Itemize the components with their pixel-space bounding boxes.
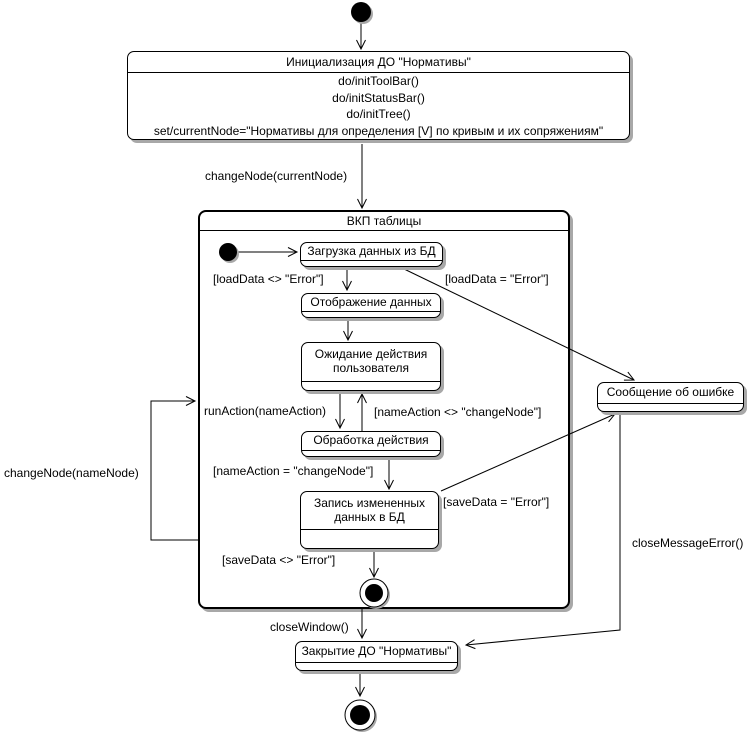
inner-final-node <box>365 584 383 602</box>
error-to-close-arrow <box>464 412 621 650</box>
transition-load-error-label: [loadData = "Error"] <box>445 272 549 286</box>
init-action-inittree: do/initTree() <box>346 107 411 122</box>
transition-name-action-change-label: [nameAction = "changeNode"] <box>213 464 374 478</box>
transition-close-message-error-label: closeMessageError() <box>632 536 744 550</box>
transition-close-window-label: closeWindow() <box>270 620 349 634</box>
state-save-data-compartment <box>301 529 438 548</box>
state-error-message-compartment <box>598 403 743 411</box>
state-init-normativy-actions: do/initToolBar() do/initStatusBar() do/i… <box>128 73 629 139</box>
transition-name-action-not-change-label: [nameAction <> "changeNode"] <box>374 405 542 419</box>
save-to-error-arrow <box>440 413 617 492</box>
vkp-self-loop-arrow <box>150 396 198 541</box>
transition-change-current-node-label: changeNode(currentNode) <box>205 169 348 183</box>
transition-save-error-label: [saveData = "Error"] <box>443 495 550 509</box>
state-error-message: Сообщение об ошибке <box>597 382 744 412</box>
state-init-normativy: Инициализация ДО "Нормативы" do/initTool… <box>127 51 630 140</box>
transition-change-node-label: changeNode(nameNode) <box>4 466 139 480</box>
state-display-data-compartment <box>302 311 440 317</box>
transition-load-ok-label: [loadData <> "Error"] <box>213 272 324 286</box>
state-wait-user-action: Ожидание действия пользователя <box>301 342 441 391</box>
init-action-initstatusbar: do/initStatusBar() <box>332 90 425 105</box>
inner-initial-node <box>219 243 237 261</box>
state-process-action-compartment <box>302 450 440 456</box>
state-close-normativy-compartment <box>296 662 457 670</box>
state-init-normativy-title: Инициализация ДО "Нормативы" <box>128 52 629 73</box>
state-load-data-compartment <box>301 260 442 266</box>
transition-run-action-label: runAction(nameAction) <box>204 404 327 418</box>
state-wait-user-action-compartment <box>302 381 440 390</box>
initial-node <box>351 2 371 22</box>
load-to-error-arrow <box>401 267 636 381</box>
state-save-data: Запись измененных данных в БД <box>300 491 439 549</box>
init-action-inittoolbar: do/initToolBar() <box>338 74 419 89</box>
final-node <box>350 705 370 725</box>
state-load-data: Загрузка данных из БД <box>300 242 443 267</box>
transition-save-ok-label: [saveData <> "Error"] <box>222 553 336 567</box>
init-action-set-currentnode: set/currentNode="Нормативы для определен… <box>153 123 604 138</box>
state-close-normativy: Закрытие ДО "Нормативы" <box>295 641 458 671</box>
state-display-data: Отображение данных <box>301 293 441 318</box>
state-process-action: Обработка действия <box>301 431 441 457</box>
state-vkp-table-title: ВКП таблицы <box>200 212 568 231</box>
